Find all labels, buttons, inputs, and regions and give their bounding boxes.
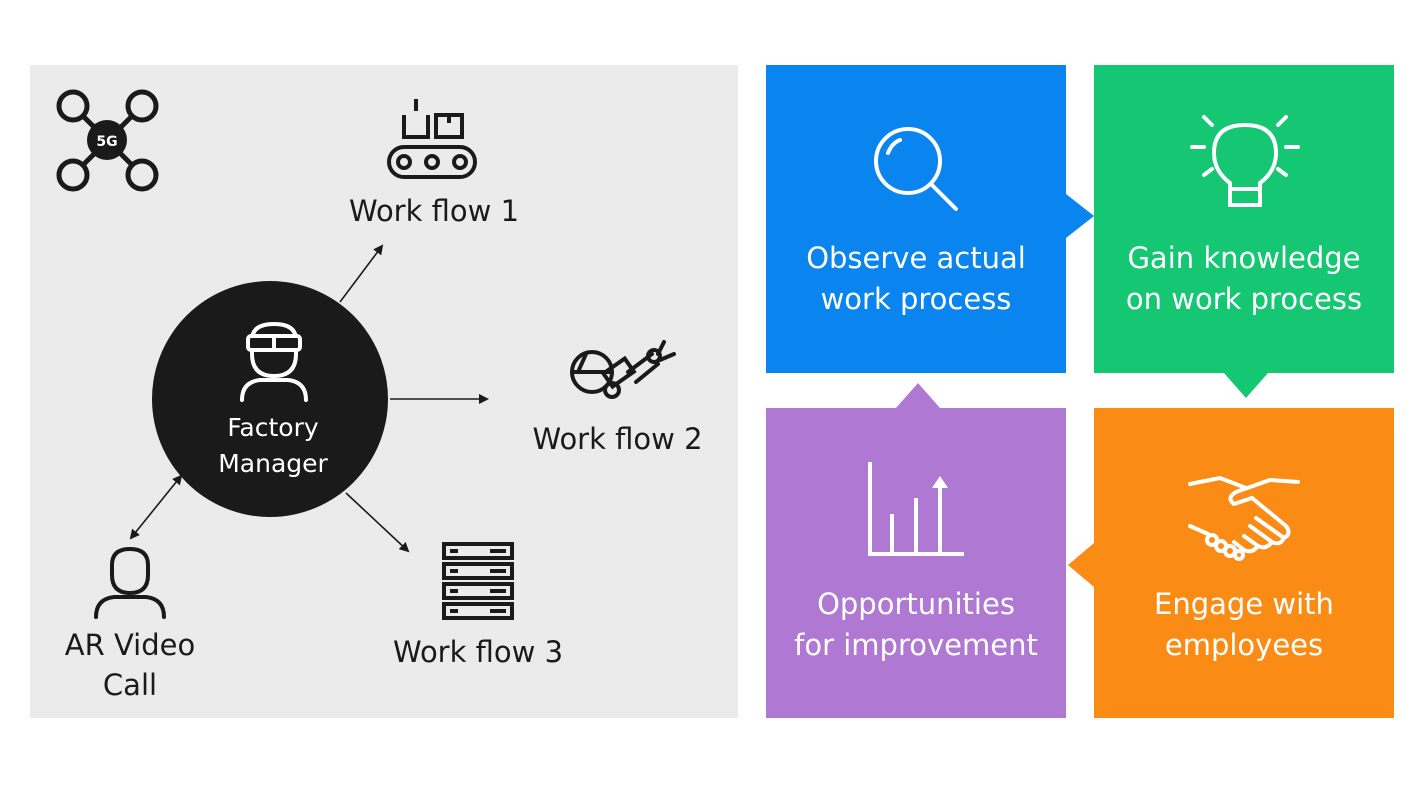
gain-line1: Gain knowledge xyxy=(1127,241,1361,275)
observe-line1: Observe actual xyxy=(806,241,1026,275)
ar-call-label-line1: AR Video xyxy=(64,628,196,662)
factory-manager-label-line1: Factory xyxy=(227,413,319,442)
workflow3-label: Work flow 3 xyxy=(392,635,564,669)
observe-line2: work process xyxy=(820,282,1012,316)
engage-line1: Engage with xyxy=(1154,587,1334,621)
arrow-to-workflow1 xyxy=(339,244,384,303)
conveyor-icon xyxy=(387,99,477,179)
arrow-gain-to-engage xyxy=(1224,373,1268,398)
opportunities-text: Opportunities for improvement xyxy=(766,584,1066,666)
arrow-observe-to-gain xyxy=(1066,194,1094,238)
factory-manager-node xyxy=(152,281,388,517)
server-rack-icon xyxy=(442,542,514,620)
observe-text: Observe actual work process xyxy=(766,238,1066,320)
lightbulb-icon xyxy=(1190,115,1300,207)
bar-chart-icon xyxy=(868,462,964,556)
ar-call-label-line2: Call xyxy=(102,668,158,702)
engage-box: Engage with employees xyxy=(1094,408,1394,718)
ar-headset-person-icon xyxy=(240,321,308,402)
opportunities-line1: Opportunities xyxy=(817,587,1015,621)
arrow-to-workflow3 xyxy=(345,492,410,553)
arrow-opportunities-to-observe xyxy=(896,383,940,408)
factory-manager-label-line2: Manager xyxy=(218,449,328,478)
gain-text: Gain knowledge on work process xyxy=(1094,238,1394,320)
handshake-icon xyxy=(1188,476,1300,561)
workflow1-label: Work flow 1 xyxy=(348,194,520,228)
engage-text: Engage with employees xyxy=(1094,584,1394,666)
network-badge: 5G xyxy=(96,134,117,150)
gain-box: Gain knowledge on work process xyxy=(1094,65,1394,373)
gain-line2: on work process xyxy=(1125,282,1363,316)
workflow2-label: Work flow 2 xyxy=(532,422,703,456)
arrow-engage-to-opportunities xyxy=(1068,543,1094,587)
opportunities-line2: for improvement xyxy=(794,628,1038,662)
5g-drone-icon: 5G xyxy=(56,89,159,192)
engage-line2: employees xyxy=(1164,628,1324,662)
arrow-ar-call xyxy=(129,474,183,540)
observe-box: Observe actual work process xyxy=(766,65,1066,373)
person-icon xyxy=(94,546,166,619)
robot-arm-icon xyxy=(570,340,676,399)
magnifier-icon xyxy=(874,127,958,211)
opportunities-box: Opportunities for improvement xyxy=(766,408,1066,718)
